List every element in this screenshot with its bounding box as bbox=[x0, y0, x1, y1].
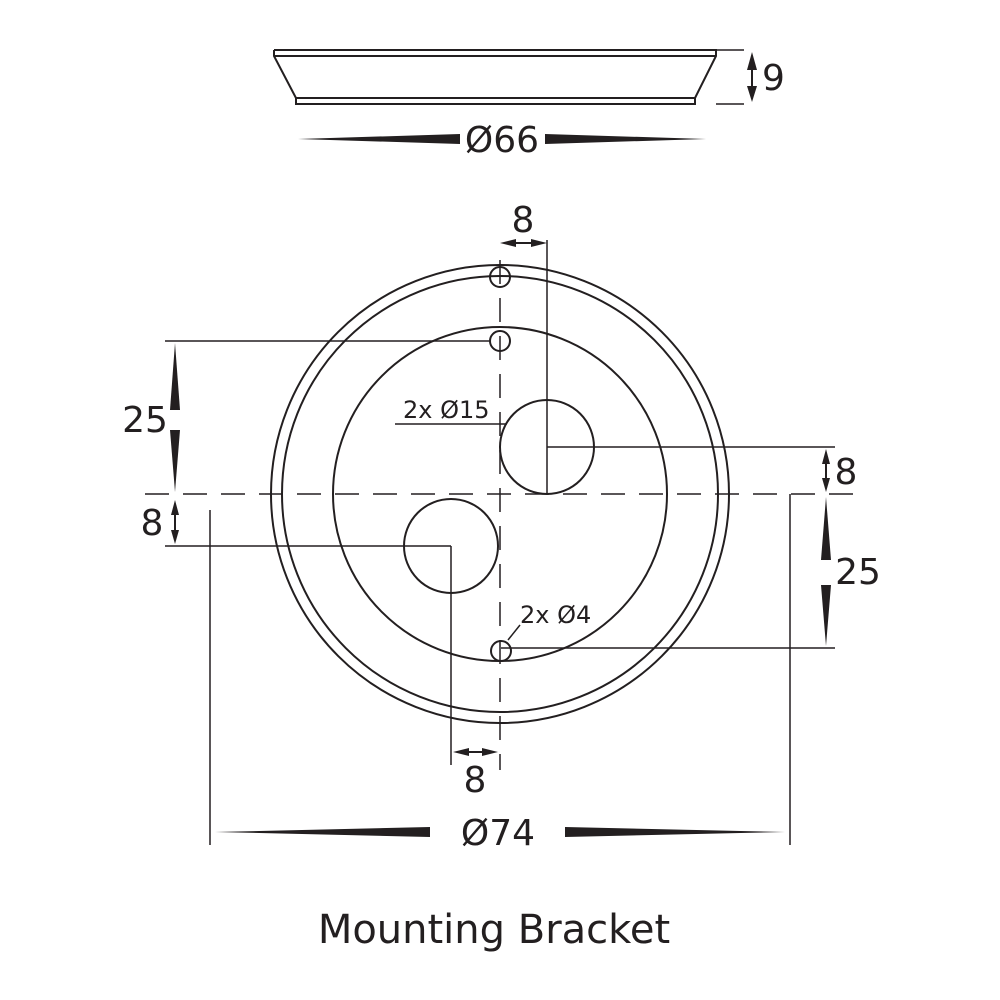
left-small-label: 8 bbox=[141, 503, 164, 544]
center-lines bbox=[145, 260, 855, 770]
small-hole bbox=[490, 640, 512, 662]
large-holes-label: 2x Ø15 bbox=[403, 396, 490, 424]
dimension-lines bbox=[165, 240, 835, 845]
bottom-offset-label: 8 bbox=[464, 760, 487, 801]
side-diameter-label: Ø66 bbox=[465, 120, 539, 161]
drawing-title: Mounting Bracket bbox=[318, 907, 670, 953]
right-vertical-label: 25 bbox=[835, 552, 881, 593]
right-small-label: 8 bbox=[835, 452, 858, 493]
side-view bbox=[273, 49, 744, 105]
top-offset-label: 8 bbox=[512, 200, 535, 241]
small-holes-label: 2x Ø4 bbox=[520, 601, 591, 629]
arrows bbox=[170, 52, 831, 837]
left-vertical-label: 25 bbox=[122, 400, 168, 441]
side-height-label: 9 bbox=[762, 58, 785, 99]
base-diameter-label: Ø74 bbox=[461, 813, 535, 854]
